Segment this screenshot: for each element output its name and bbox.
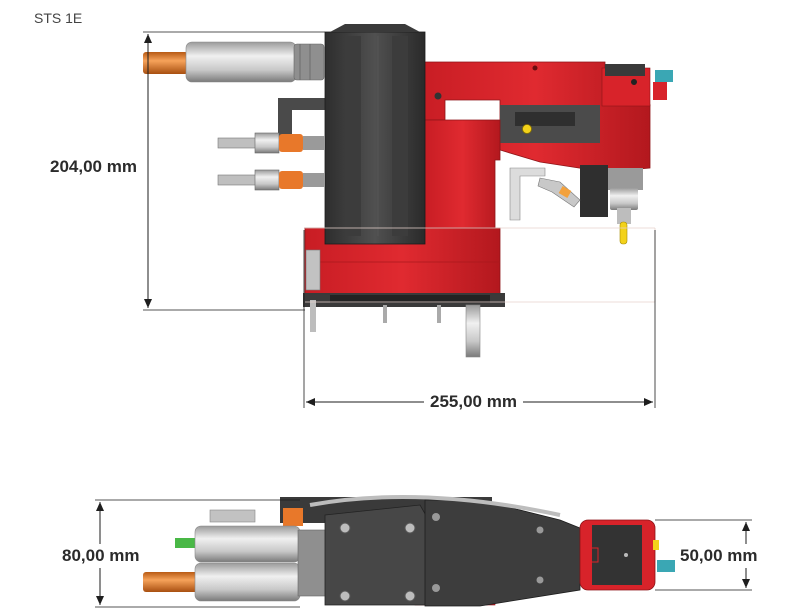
- top-bolt: [339, 590, 351, 602]
- base-pin: [383, 305, 387, 323]
- top-arm-bolt: [432, 513, 440, 521]
- motor-rib: [345, 36, 361, 236]
- fitting-orange: [279, 171, 303, 189]
- connector-body: [653, 82, 667, 100]
- top-cylinder-lower: [194, 562, 301, 602]
- yellow-screw: [522, 124, 532, 134]
- spindle-nut: [610, 188, 638, 210]
- fitting-stem: [217, 137, 259, 149]
- base-pin: [310, 300, 316, 332]
- output-shaft: [465, 304, 481, 358]
- spindle-shaft: [617, 208, 631, 224]
- dim-label-side-height: 204,00 mm: [50, 157, 137, 177]
- top-arm-bolt: [432, 584, 440, 592]
- fitting-hex: [254, 132, 280, 154]
- yellow-tip: [619, 221, 628, 245]
- motor-top: [330, 24, 420, 32]
- top-arm-bolt: [536, 576, 544, 584]
- top-head-screw: [624, 553, 628, 557]
- top-fitting-orange: [283, 508, 303, 526]
- cylinder-collar: [293, 43, 325, 81]
- top-motor-plate: [324, 504, 441, 606]
- base-plate-dark: [330, 295, 490, 303]
- sensor-block: [580, 165, 608, 217]
- cyan-connector: [655, 70, 673, 82]
- model-title: STS 1E: [34, 10, 83, 26]
- dim-label-top-height-left: 80,00 mm: [62, 544, 140, 568]
- fitting-stem: [217, 174, 259, 186]
- top-arm-bolt: [536, 526, 544, 534]
- arm-top-block: [605, 64, 645, 76]
- copper-rod: [143, 52, 188, 74]
- top-fitting: [209, 509, 256, 523]
- fitting-end: [303, 173, 325, 187]
- pneumatic-fittings: [217, 132, 325, 191]
- top-bolt: [404, 590, 416, 602]
- connector-screw: [631, 79, 637, 85]
- side-view: [143, 24, 673, 408]
- arm-slot: [515, 112, 575, 126]
- arm-bolt: [434, 92, 442, 100]
- top-cyan-connector: [657, 560, 675, 572]
- top-bolt: [404, 522, 416, 534]
- nozzle-orange: [558, 186, 572, 198]
- nozzle-bracket: [509, 167, 546, 221]
- fitting-end: [303, 136, 325, 150]
- green-tube: [175, 538, 207, 548]
- motor-rib: [392, 36, 408, 236]
- top-bolt: [339, 522, 351, 534]
- top-view: [95, 495, 752, 608]
- left-sensor: [305, 249, 321, 291]
- silver-cylinder: [185, 41, 297, 83]
- dim-label-side-width: 255,00 mm: [424, 392, 523, 412]
- fitting-orange: [279, 134, 303, 152]
- base-pin: [437, 305, 441, 323]
- spindle-housing: [605, 168, 643, 190]
- top-cylinder-upper: [194, 525, 301, 563]
- dim-label-top-height-right: 50,00 mm: [680, 544, 758, 568]
- fitting-hex: [254, 169, 280, 191]
- top-yellow-pin: [653, 540, 659, 550]
- top-head-window: [583, 547, 599, 563]
- top-copper-rod: [143, 572, 198, 592]
- top-head-plate: [592, 525, 642, 585]
- top-collar: [297, 529, 329, 597]
- top-cable: [309, 495, 561, 517]
- arm-bolt: [532, 65, 538, 71]
- motor-body: [324, 31, 426, 245]
